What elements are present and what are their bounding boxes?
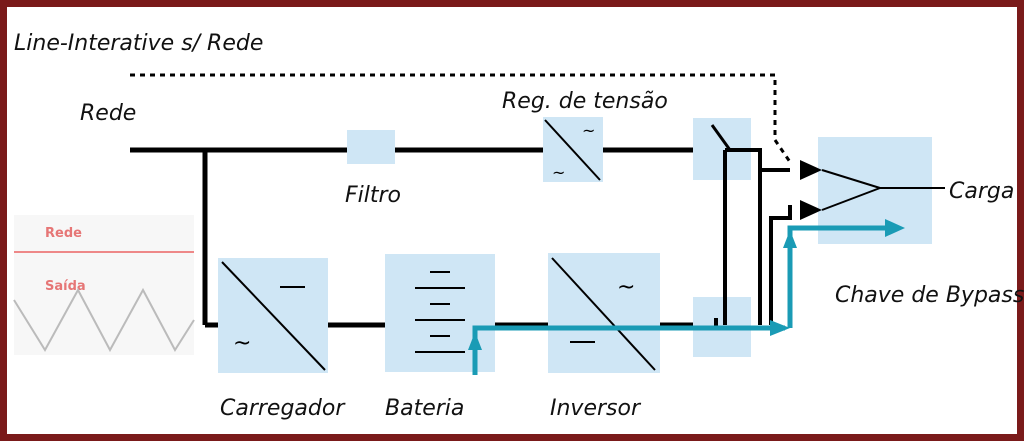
label-reg-tensao: Reg. de tensão	[502, 89, 668, 114]
filtro-block	[347, 130, 395, 164]
label-inversor: Inversor	[550, 396, 642, 421]
tilde-icon: ~	[617, 275, 635, 300]
label-carregador: Carregador	[220, 396, 346, 421]
tilde-icon: ~	[233, 331, 251, 356]
waveform-inset: Rede Saída	[13, 215, 195, 355]
label-chave-bypass: Chave de Bypass	[835, 283, 1024, 308]
waveform-saida-label: Saída	[45, 279, 86, 294]
diagram-title: Line-Interative s/ Rede	[14, 31, 263, 56]
label-carga: Carga	[949, 179, 1014, 204]
battery-path	[472, 325, 785, 375]
label-filtro: Filtro	[345, 183, 401, 208]
tilde-icon: ~	[582, 121, 595, 140]
tilde-icon: ~	[552, 163, 565, 182]
label-rede: Rede	[80, 101, 136, 126]
bypass-dotted-line	[130, 73, 792, 163]
waveform-rede-label: Rede	[45, 226, 82, 241]
label-bateria: Bateria	[385, 396, 464, 421]
